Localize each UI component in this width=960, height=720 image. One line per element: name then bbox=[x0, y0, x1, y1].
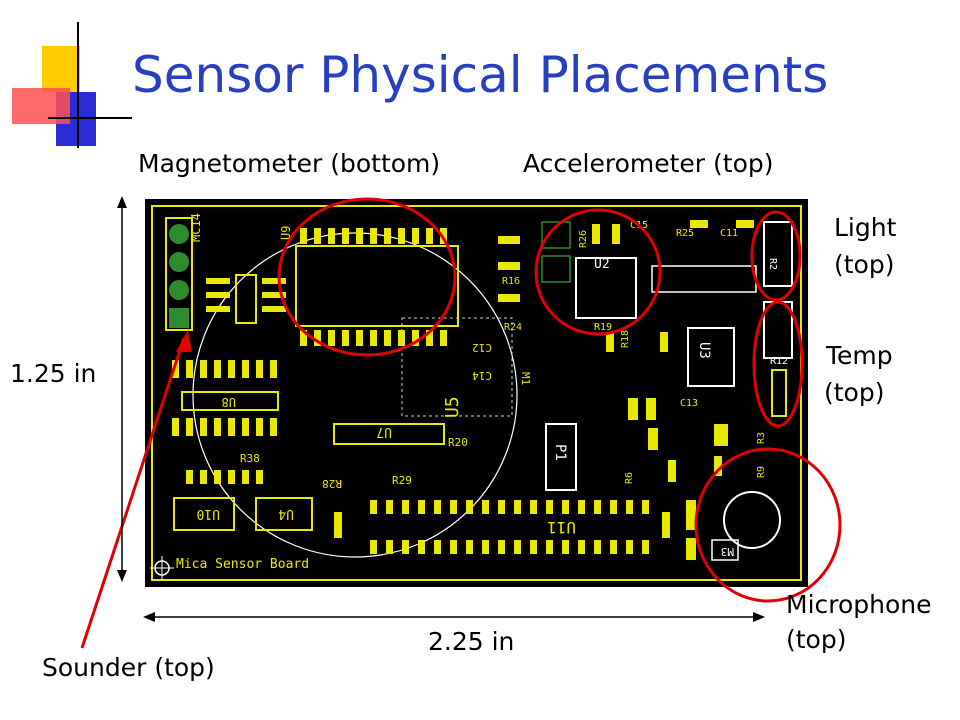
r12-label: R12 bbox=[770, 356, 788, 367]
r19-label: R19 bbox=[594, 322, 612, 333]
c12-label: C12 bbox=[472, 341, 492, 354]
height-dimension-label: 1.25 in bbox=[10, 359, 97, 388]
width-dimension-label: 2.25 in bbox=[428, 627, 515, 656]
m3-label: M3 bbox=[721, 545, 734, 558]
light-sensor-chip bbox=[763, 221, 793, 287]
r25-label: R25 bbox=[676, 228, 694, 239]
r20-label: R20 bbox=[448, 436, 468, 449]
u2-pad-green bbox=[541, 221, 571, 249]
c11-label: C11 bbox=[720, 228, 738, 239]
r29-label: R29 bbox=[392, 474, 412, 487]
u11-end-pad bbox=[662, 512, 670, 538]
dashed-region bbox=[401, 317, 513, 417]
magnetometer-label: Magnetometer (bottom) bbox=[138, 149, 441, 178]
r38-label: R38 bbox=[240, 452, 260, 465]
pcb-outline bbox=[151, 205, 802, 581]
microphone-label-line1: Microphone bbox=[786, 590, 932, 619]
r16-label: R16 bbox=[502, 276, 520, 287]
accel-pads bbox=[498, 220, 754, 352]
p1-label: P1 bbox=[552, 444, 568, 461]
microphone-highlight bbox=[694, 447, 842, 603]
temp-label-line1: Temp bbox=[826, 341, 893, 370]
sensor-circle-outline bbox=[192, 232, 518, 558]
header-pin bbox=[169, 280, 189, 300]
component-u8 bbox=[181, 391, 279, 411]
u9-label: U9 bbox=[279, 226, 293, 240]
sounder-arrowhead bbox=[176, 330, 192, 352]
sounder-arrow bbox=[80, 337, 186, 649]
u11-end-pad bbox=[334, 512, 342, 538]
light-label-line2: (top) bbox=[834, 250, 895, 279]
u2-pad-green bbox=[541, 255, 571, 283]
header-pin bbox=[169, 224, 189, 244]
r18-label: R18 bbox=[620, 330, 631, 348]
temp-highlight bbox=[752, 300, 804, 428]
r3-label: R3 bbox=[756, 432, 767, 444]
component-u7 bbox=[333, 423, 445, 445]
height-dimension bbox=[117, 196, 127, 582]
mic-pad bbox=[686, 500, 696, 530]
temp-label-line2: (top) bbox=[824, 378, 885, 407]
header-pin bbox=[169, 252, 189, 272]
component-p1 bbox=[545, 423, 577, 491]
r28-label: R28 bbox=[322, 477, 342, 490]
u11-pads bbox=[370, 500, 649, 554]
r24-label: R24 bbox=[504, 322, 522, 333]
u10-label: U10 bbox=[197, 506, 220, 521]
u7-label: U7 bbox=[376, 424, 392, 439]
header-connector bbox=[165, 217, 193, 331]
light-label-line1: Light bbox=[834, 213, 897, 242]
c14-label: C14 bbox=[472, 369, 492, 382]
temp-resistor bbox=[771, 369, 787, 417]
magnetometer-highlight bbox=[277, 197, 457, 357]
c13-label: C13 bbox=[680, 398, 698, 409]
mic-pad bbox=[686, 538, 696, 560]
component-u10 bbox=[173, 497, 235, 531]
light-highlight bbox=[750, 210, 802, 302]
magnetometer-chip bbox=[295, 245, 459, 327]
accelerometer-label: Accelerometer (top) bbox=[523, 149, 774, 178]
component-u4 bbox=[255, 497, 313, 531]
board-name-label: Mica Sensor Board bbox=[176, 557, 309, 572]
u8-label: U8 bbox=[222, 395, 236, 409]
u2-label: U2 bbox=[594, 257, 610, 272]
left-pads bbox=[172, 278, 286, 484]
microphone-element bbox=[723, 491, 781, 549]
component-u6 bbox=[235, 274, 257, 324]
page-title: Sensor Physical Placements bbox=[132, 46, 829, 104]
yellow-block bbox=[42, 46, 80, 92]
r26-label: R26 bbox=[578, 230, 589, 248]
u11-label: U11 bbox=[547, 518, 576, 537]
header-pin-square bbox=[169, 308, 189, 328]
component-m3 bbox=[711, 539, 739, 561]
accelerometer-chip bbox=[575, 257, 637, 319]
r6-label: R6 bbox=[624, 472, 635, 484]
component-u3 bbox=[687, 327, 735, 387]
sounder-label: Sounder (top) bbox=[42, 653, 215, 682]
width-dimension bbox=[143, 612, 765, 622]
r9-label: R9 bbox=[756, 466, 767, 478]
accelerometer-highlight bbox=[534, 208, 662, 336]
m1-label: M1 bbox=[519, 372, 532, 385]
connector-label: MC14 bbox=[189, 213, 203, 242]
right-mid-pads bbox=[628, 398, 728, 482]
microphone-label-line2: (top) bbox=[786, 625, 847, 654]
u3-label: U3 bbox=[696, 342, 712, 359]
r2-label: R2 bbox=[767, 258, 778, 270]
u5-label: U5 bbox=[442, 396, 463, 418]
u4-label: U4 bbox=[278, 506, 294, 521]
